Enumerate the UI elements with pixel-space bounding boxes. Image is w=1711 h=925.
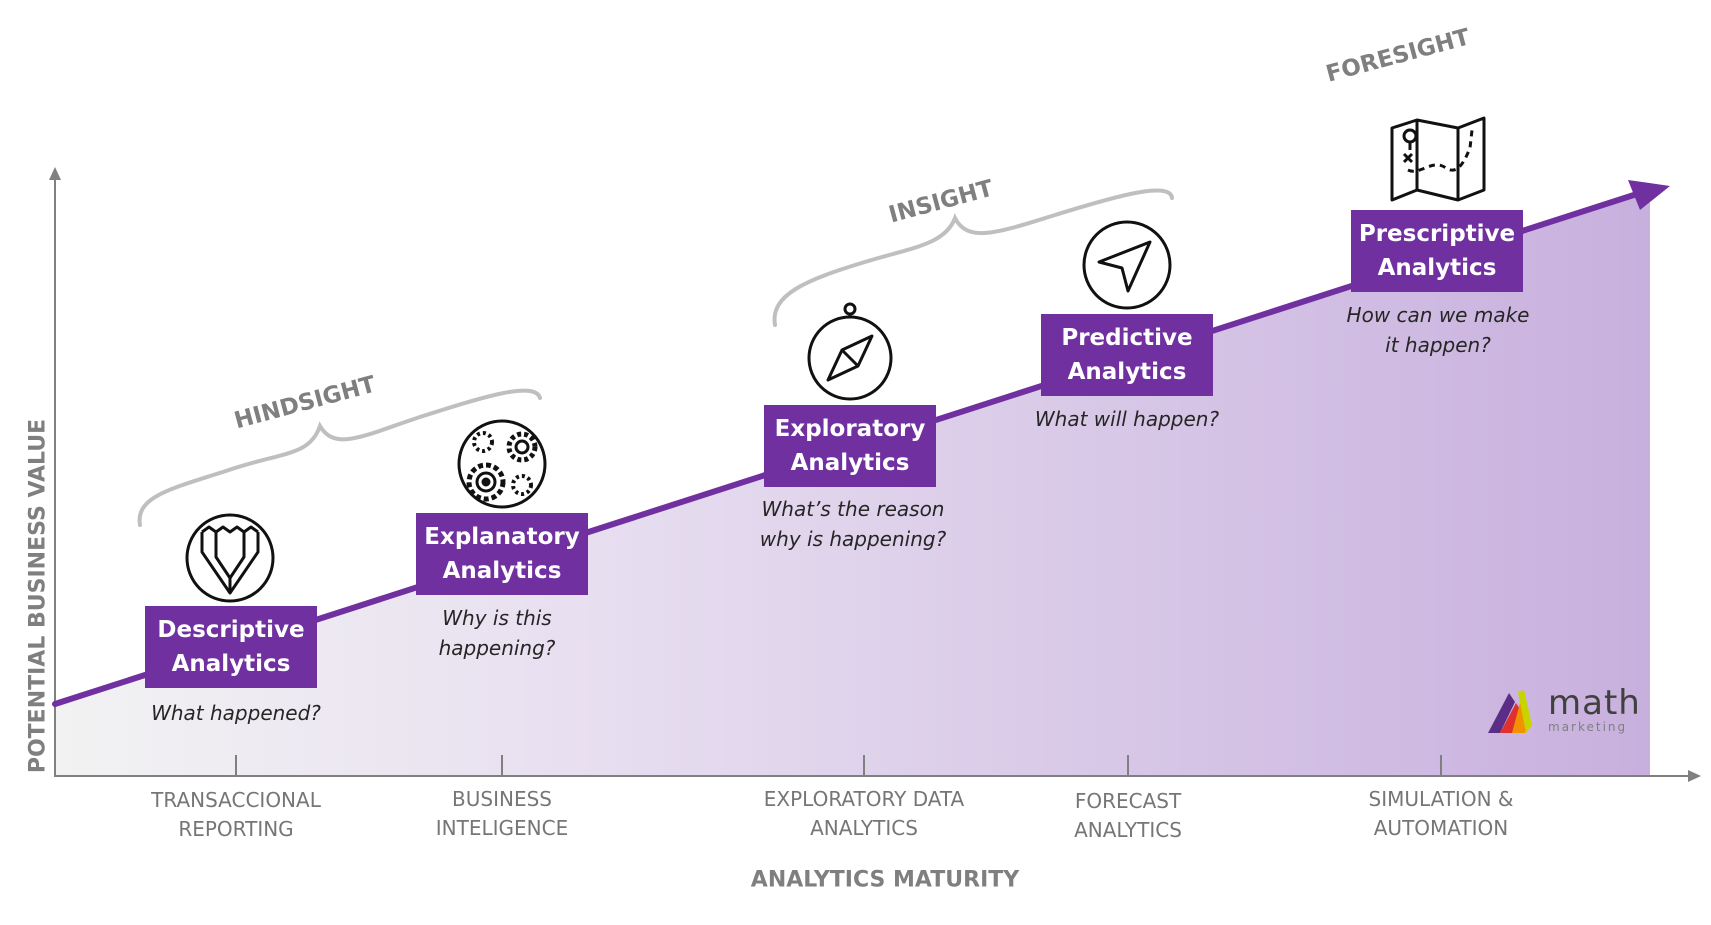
logo-word: math [1548,683,1641,723]
question-line2: happening? [438,636,556,660]
xlabel-line1: SIMULATION & [1368,787,1514,811]
xlabel-simulation: SIMULATION & AUTOMATION [1369,785,1514,843]
stage-title-line2: Analytics [1377,255,1497,281]
xlabel-forecast: FORECAST ANALYTICS [1074,787,1182,845]
x-axis-title: ANALYTICS MATURITY [750,867,1020,893]
stage-title-line1: Explanatory [424,524,580,550]
xlabel-line1: FORECAST [1074,789,1182,813]
xlabel-line2: INTELIGENCE [435,816,569,840]
logo: math marketing [1548,686,1658,734]
xlabel-line2: AUTOMATION [1373,816,1509,840]
xlabel-line1: EXPLORATORY DATA [763,787,965,811]
stage-descriptive: Descriptive Analytics [145,606,317,688]
xlabel-line2: ANALYTICS [1074,818,1182,842]
stage-exploratory: Exploratory Analytics [764,405,936,487]
question-predictive: What will happen? [1035,404,1219,434]
gears-icon [457,419,547,509]
stage-title-line2: Analytics [1067,359,1187,385]
question-line1: What will happen? [1034,407,1220,431]
xlabel-reporting: TRANSACCIONAL REPORTING [151,786,321,844]
stage-title-line1: Prescriptive [1358,221,1516,247]
stage-predictive: Predictive Analytics [1041,314,1213,396]
question-explanatory: Why is this happening? [439,603,556,663]
question-line1: Why is this [442,606,552,630]
stage-title-line1: Predictive [1061,325,1193,351]
y-axis-title: POTENTIAL BUSINESS VALUE [25,418,51,774]
stage-title-line1: Exploratory [774,416,926,442]
stage-title-line1: Descriptive [157,617,305,643]
hindsight-brace [137,388,542,527]
stage-explanatory: Explanatory Analytics [416,513,588,595]
stage-title-line2: Analytics [790,450,910,476]
insight-brace [772,188,1174,327]
question-line1: How can we make [1346,303,1530,327]
question-line2: it happen? [1385,333,1491,357]
xlabel-eda: EXPLORATORY DATA ANALYTICS [764,785,964,843]
navigation-icon [1082,220,1172,310]
xlabel-line1: BUSINESS [452,787,552,811]
pencil-icon [185,513,275,603]
stage-title-line2: Analytics [442,558,562,584]
logo-mark [1488,690,1532,733]
stage-title-line2: Analytics [171,651,291,677]
x-axis [54,770,1701,782]
question-line2: why is happening? [759,527,947,551]
question-line1: What happened? [151,701,321,725]
xlabel-line1: TRANSACCIONAL [151,788,321,812]
question-line1: What’s the reason [761,497,945,521]
stage-prescriptive: Prescriptive Analytics [1351,210,1523,292]
question-descriptive: What happened? [151,698,321,728]
question-exploratory: What’s the reason why is happening? [760,494,946,554]
y-axis [49,167,61,776]
x-axis-ticks [235,755,1442,776]
xlabel-bi: BUSINESS INTELIGENCE [436,785,568,843]
compass-icon [807,302,893,401]
logo-sub: marketing [1548,720,1628,734]
question-prescriptive: How can we make it happen? [1347,300,1530,360]
xlabel-line2: REPORTING [178,817,294,841]
xlabel-line2: ANALYTICS [810,816,918,840]
map-icon [1390,116,1486,202]
